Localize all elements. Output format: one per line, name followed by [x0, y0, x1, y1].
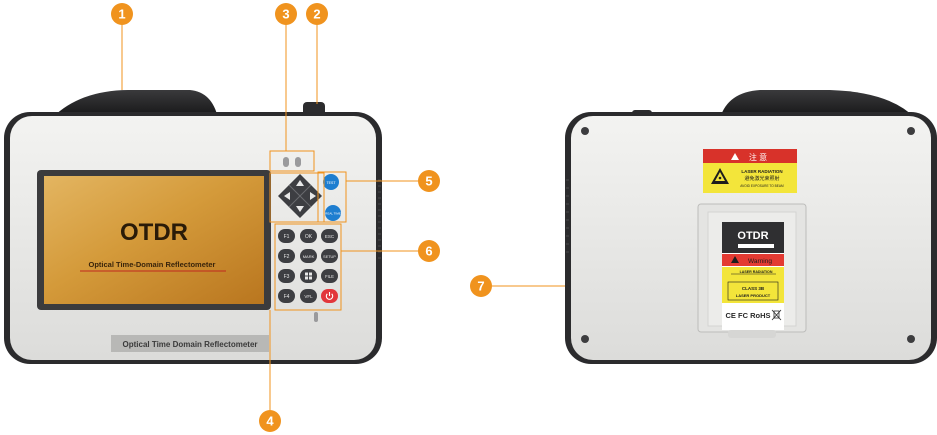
power-icon [325, 292, 334, 300]
mark-key-label: MARK [303, 254, 315, 259]
svg-text:2: 2 [313, 7, 320, 22]
callout-3: 3 [275, 3, 297, 25]
front-device: OTDR Optical Time-Domain Reflectometer T… [4, 90, 382, 364]
f2-key-label: F2 [284, 254, 290, 260]
svg-text:1: 1 [118, 7, 125, 22]
back-side-vents [566, 179, 569, 253]
f1-key-label: F1 [284, 234, 290, 240]
f1-key[interactable]: F1 [278, 229, 295, 243]
callout-boxes [269, 150, 347, 311]
power-key[interactable] [321, 289, 338, 303]
screen [44, 176, 264, 304]
back-screws [581, 127, 915, 343]
svg-text:5: 5 [425, 174, 432, 189]
vfl-key-label: VFL [304, 294, 313, 299]
arrow-down-icon[interactable] [296, 206, 304, 212]
svg-text:6: 6 [425, 244, 432, 259]
callout-7: 7 [470, 275, 492, 297]
file-key-label: FILE [325, 274, 334, 279]
f4-key[interactable]: F4 [278, 289, 295, 303]
callout-5: 5 [418, 170, 440, 192]
arrow-up-icon[interactable] [296, 180, 304, 186]
test-button[interactable]: TEST [323, 174, 339, 190]
realtime-button-label: REAL TIME [325, 212, 341, 216]
back-model-text: OTDR [737, 230, 768, 242]
led-right [295, 157, 301, 167]
f3-key[interactable]: F3 [278, 269, 295, 283]
battery-bottom-bar [728, 330, 776, 338]
direction-pad[interactable] [278, 174, 322, 218]
f2-key[interactable]: F2 [278, 249, 295, 263]
setup-key[interactable]: SETUP [321, 249, 338, 263]
mark-key[interactable]: MARK [300, 249, 317, 263]
arrow-right-icon[interactable] [310, 192, 316, 200]
grid-icon [305, 272, 312, 280]
menu-grid-key[interactable] [300, 269, 317, 283]
front-bottom-slot [314, 312, 318, 322]
model-label: OTDR Warning LASER RADIATION CLASS 3B LA… [722, 222, 784, 330]
bottom-label-plate [111, 335, 269, 352]
back-device: 注 意 LASER RADIATION 避免激光束照射 AVOID EXPOSU… [565, 90, 937, 364]
f4-key-label: F4 [284, 294, 290, 300]
screen-subtitle: Optical Time-Domain Reflectometer [89, 260, 216, 269]
file-key[interactable]: FILE [321, 269, 338, 283]
caution-header: 注 意 [749, 152, 767, 162]
callout-4: 4 [259, 410, 281, 432]
laser-cn-text: 避免激光束照射 [744, 175, 779, 182]
caution-label: 注 意 LASER RADIATION 避免激光束照射 AVOID EXPOSU… [703, 149, 797, 193]
small-laser-radiation-text: LASER RADIATION [740, 270, 773, 274]
esc-key[interactable]: ESC [321, 229, 338, 243]
avoid-exposure-text: AVOID EXPOSURE TO BEAM [740, 184, 784, 188]
screen-title: OTDR [120, 219, 188, 246]
class-3b-text: CLASS 3B [742, 286, 765, 291]
f3-key-label: F3 [284, 274, 290, 280]
bottom-label-text: Optical Time Domain Reflectometer [123, 340, 258, 349]
warning-triangle-icon [731, 153, 739, 160]
callout-6: 6 [418, 240, 440, 262]
realtime-button[interactable]: REAL TIME [325, 205, 341, 221]
callout-2: 2 [306, 3, 328, 25]
laser-radiation-text: LASER RADIATION [741, 169, 782, 174]
vfl-key[interactable]: VFL [300, 289, 317, 303]
setup-key-label: SETUP [323, 255, 336, 259]
warning-label-triangle-icon [731, 256, 739, 263]
callout-1: 1 [111, 3, 133, 25]
test-button-label: TEST [327, 181, 337, 185]
arrow-left-icon[interactable] [284, 192, 290, 200]
esc-key-label: ESC [325, 234, 335, 239]
led-left [283, 157, 289, 167]
certification-marks: CE FC RoHS [726, 311, 771, 320]
laser-product-text: LASER PRODUCT [736, 293, 771, 298]
weee-bin-icon [771, 309, 782, 321]
svg-text:3: 3 [282, 7, 289, 22]
svg-text:4: 4 [266, 414, 274, 429]
ok-key[interactable]: OK [300, 229, 317, 243]
warning-label-text: Warning [748, 258, 772, 265]
front-side-vents [378, 179, 381, 259]
svg-text:7: 7 [477, 279, 484, 294]
front-handle [52, 90, 218, 118]
ok-key-label: OK [305, 234, 313, 240]
back-handle [720, 90, 915, 118]
